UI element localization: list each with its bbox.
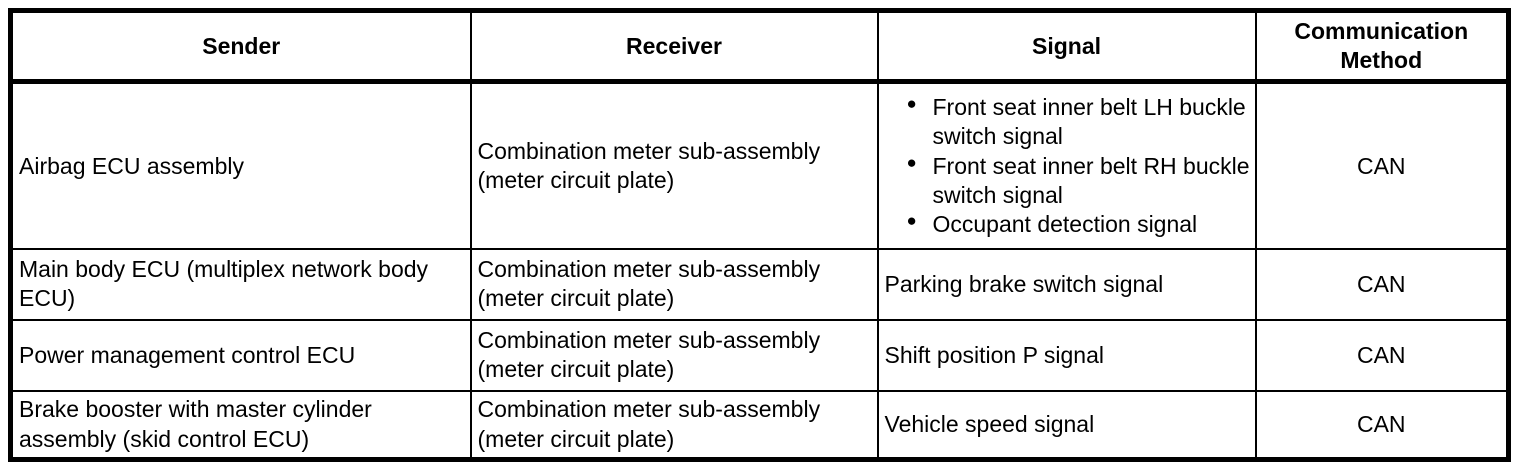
table-row-brake-booster: Brake booster with master cylinder assem… (9, 389, 1510, 461)
receiver-cell: Combination meter sub-assembly (meter ci… (469, 318, 879, 392)
signal-cell: Parking brake switch signal (876, 247, 1257, 321)
signal-bullet-item: Occupant detection signal (907, 210, 1251, 239)
signal-cell: Vehicle speed signal (876, 389, 1257, 461)
receiver-cell: Combination meter sub-assembly (meter ci… (469, 80, 879, 250)
table-row-airbag-ecu: Airbag ECU assembly Combination meter su… (9, 80, 1510, 250)
signal-list: Front seat inner belt LH buckle switch s… (881, 93, 1251, 239)
ecu-communication-table: Sender Receiver Signal Communication Met… (8, 8, 1511, 463)
table-row-power-management-ecu: Power management control ECU Combination… (9, 318, 1510, 392)
signal-bullet-item: Front seat inner belt LH buckle switch s… (907, 93, 1251, 151)
table-row-main-body-ecu: Main body ECU (multiplex network body EC… (9, 247, 1510, 321)
method-cell: CAN (1254, 247, 1510, 321)
signal-bullet-item: Front seat inner belt RH buckle switch s… (907, 152, 1251, 210)
sender-cell: Main body ECU (multiplex network body EC… (9, 247, 472, 321)
signal-cell: Front seat inner belt LH buckle switch s… (876, 80, 1257, 250)
header-signal: Signal (876, 9, 1257, 85)
signal-cell: Shift position P signal (876, 318, 1257, 392)
sender-cell: Brake booster with master cylinder assem… (9, 389, 472, 461)
header-row: Sender Receiver Signal Communication Met… (9, 9, 1510, 85)
header-receiver: Receiver (469, 9, 879, 85)
receiver-cell: Combination meter sub-assembly (meter ci… (469, 389, 879, 461)
receiver-cell: Combination meter sub-assembly (meter ci… (469, 247, 879, 321)
method-cell: CAN (1254, 318, 1510, 392)
sender-cell: Airbag ECU assembly (9, 80, 472, 250)
method-cell: CAN (1254, 80, 1510, 250)
sender-cell: Power management control ECU (9, 318, 472, 392)
header-sender: Sender (9, 9, 472, 85)
header-communication-method: Communication Method (1254, 9, 1510, 85)
method-cell: CAN (1254, 389, 1510, 461)
